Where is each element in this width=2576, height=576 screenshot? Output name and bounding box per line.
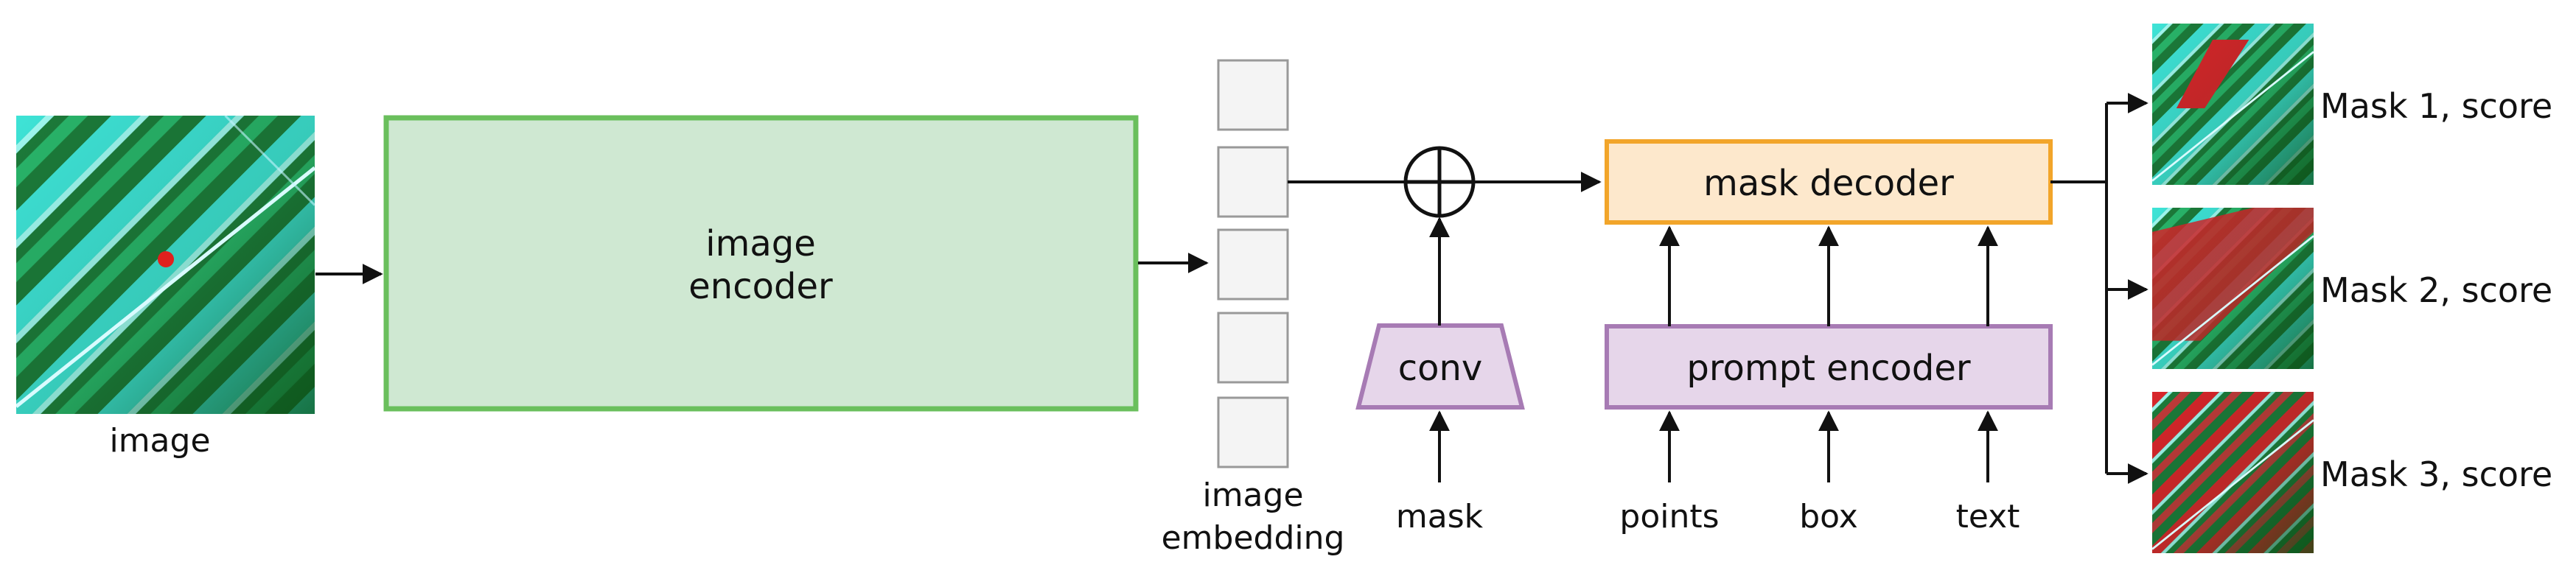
output-mask-2-image [2152,208,2314,369]
input-image-caption: image [109,422,210,460]
output-mask-3-label: Mask 3, score [2320,454,2552,494]
conv-label: conv [1398,348,1483,389]
image-encoder-label-line2: encoder [688,266,833,307]
mask-decoder-label: mask decoder [1703,163,1954,204]
prompt-text-label: text [1956,498,2020,535]
embedding-cell [1217,146,1289,218]
embedding-cell [1217,59,1289,131]
conv-block [1355,323,1525,410]
sum-node [1403,146,1476,218]
input-image [16,116,315,414]
mask-input-label: mask [1396,498,1484,535]
embedding-label-line1: image [1202,477,1303,514]
image-encoder-label-line1: image [705,223,816,264]
output-mask-3-image [2152,392,2314,553]
prompt-box-label: box [1799,498,1858,535]
image-embedding-stack [1217,59,1289,468]
embedding-label-line2: embedding [1162,519,1345,557]
image-encoder-box [383,115,1139,412]
output-connector [2050,93,2149,484]
embedding-cell [1217,396,1289,468]
output-mask-1-label: Mask 1, score [2320,86,2552,126]
embedding-cell [1217,228,1289,301]
embedding-cell [1217,312,1289,384]
prompt-points-label: points [1619,498,1719,535]
output-mask-1-image [2152,24,2314,185]
prompt-encoder-label: prompt encoder [1686,348,1971,389]
point-prompt-marker [158,251,174,267]
output-mask-2-label: Mask 2, score [2320,270,2552,310]
